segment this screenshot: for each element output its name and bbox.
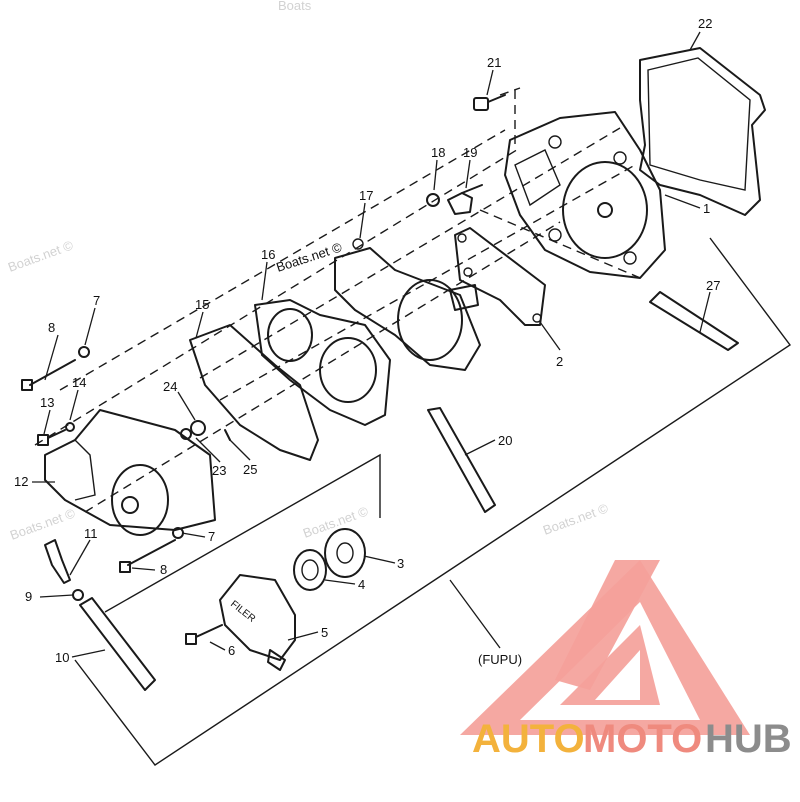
callout-6: 6 (228, 643, 235, 658)
leader-lines (32, 31, 711, 658)
callout-20: 20 (498, 433, 512, 448)
axis-line (59, 129, 506, 391)
gasket-15 (189, 324, 319, 461)
brand-moto: MOTO (583, 717, 702, 761)
callout-12: 12 (14, 474, 28, 489)
callout-27: 27 (706, 278, 720, 293)
callout-22: 22 (698, 16, 712, 31)
callout-1: 1 (703, 201, 710, 216)
pump-body (504, 111, 666, 279)
variant-label: (FUPU) (478, 652, 522, 667)
ring-23 (180, 428, 192, 440)
back-gasket (639, 47, 766, 216)
hose-10 (79, 597, 156, 691)
plate-2 (454, 227, 546, 326)
screw-13 (37, 422, 75, 446)
callout-10: 10 (55, 650, 69, 665)
callout-24: 24 (163, 379, 177, 394)
callout-3: 3 (397, 556, 404, 571)
watermark-text: Boats.net © (541, 500, 611, 538)
callout-21: 21 (487, 55, 501, 70)
screw-21 (473, 94, 506, 111)
watermark-text: Boats (278, 0, 312, 13)
callout-16: 16 (261, 247, 275, 262)
callout-17: 17 (359, 188, 373, 203)
housing-12 (44, 409, 216, 536)
callout-8-bottom: 8 (160, 562, 167, 577)
callout-13: 13 (40, 395, 54, 410)
watermark-text: Boats.net © (301, 503, 371, 541)
watermarks: Boats.net © Boats.net © Boats.net © Boat… (6, 0, 611, 543)
gasket-16 (254, 299, 391, 426)
bolt-8-top (21, 346, 90, 391)
nut-18 (426, 193, 440, 207)
callout-23: 23 (212, 463, 226, 478)
clip-9 (72, 589, 84, 601)
bolt-19 (447, 184, 483, 215)
callout-14: 14 (72, 375, 86, 390)
hose-27 (649, 291, 739, 351)
brand-hub: HUB (705, 717, 792, 761)
logo-mark (460, 560, 750, 735)
axis-line (84, 221, 561, 513)
callout-15: 15 (195, 297, 209, 312)
axis-line (499, 87, 521, 96)
pin-25 (224, 429, 231, 441)
callout-9: 9 (25, 589, 32, 604)
callout-5: 5 (321, 625, 328, 640)
brand-auto: AUTO (472, 717, 585, 761)
cover-17 (334, 238, 481, 371)
callout-25: 25 (243, 462, 257, 477)
axis-line (479, 209, 646, 281)
inner-frame-line (104, 453, 381, 613)
callout-7-bottom: 7 (208, 529, 215, 544)
fitting-11 (44, 539, 71, 584)
ring-4 (293, 549, 327, 591)
filter-label: FILER (228, 599, 257, 625)
valve-3 (324, 528, 366, 578)
screw-6 (185, 624, 223, 645)
axis-line (34, 147, 521, 446)
bolt-8-bottom (119, 527, 184, 573)
callout-18: 18 (431, 145, 445, 160)
brand-wordmark: AUTO MOTO HUB (472, 717, 792, 761)
callout-4: 4 (358, 577, 365, 592)
callout-19: 19 (463, 145, 477, 160)
callout-8-top: 8 (48, 320, 55, 335)
watermark-text: Boats.net © (6, 237, 76, 275)
outer-frame-line (74, 237, 792, 766)
hose-20 (427, 407, 496, 513)
callout-labels: 22 21 18 19 1 17 16 27 15 7 8 2 14 13 24… (14, 16, 720, 667)
axis-line (199, 127, 621, 379)
watermark-text: Boats.net © (8, 505, 78, 543)
ring-24 (190, 420, 206, 436)
callout-2: 2 (556, 354, 563, 369)
callout-11: 11 (84, 526, 98, 541)
callout-7-top: 7 (93, 293, 100, 308)
